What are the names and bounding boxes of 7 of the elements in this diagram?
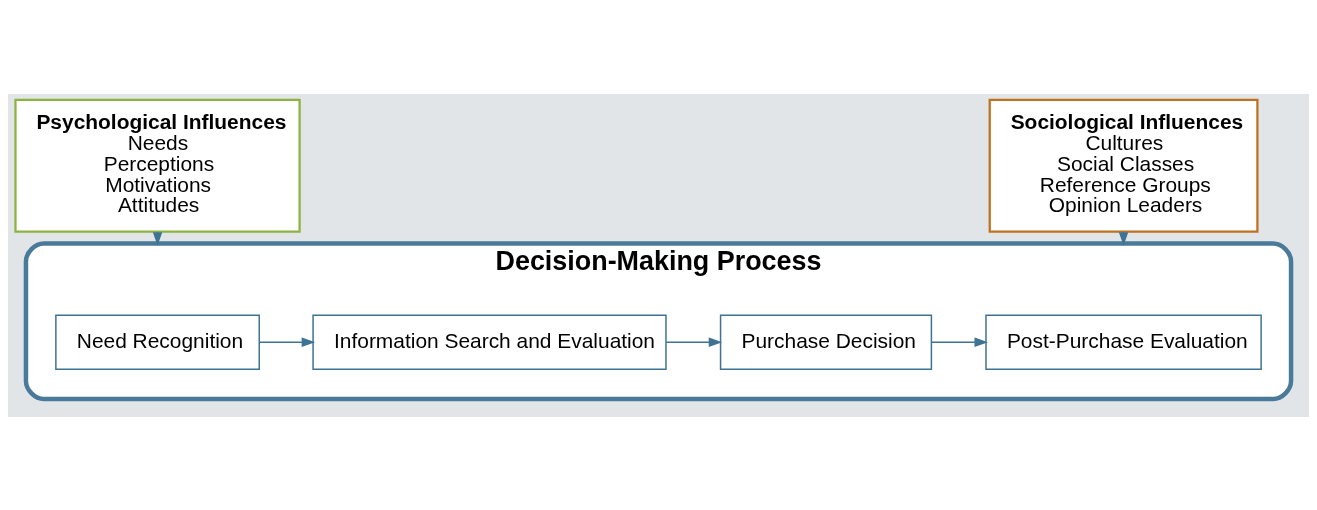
arrow [258,337,316,347]
arrow [665,337,723,347]
node-box: Information Search and Evaluation [312,314,667,370]
arrow [931,337,988,347]
node-box: Need Recognition [55,314,260,370]
node-box: Purchase Decision [719,314,933,370]
node-box: Post-Purchase Evaluation [985,314,1262,370]
